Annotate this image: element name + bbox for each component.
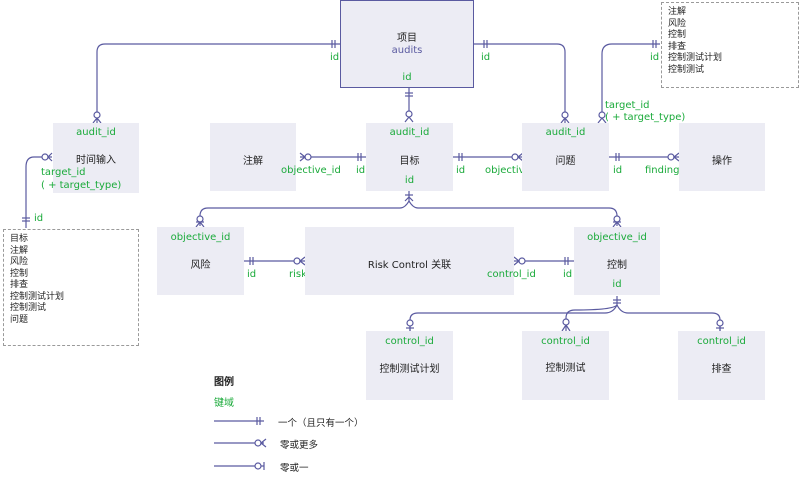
- note-item: 风险: [10, 257, 29, 267]
- key-field: audit_id: [389, 127, 430, 138]
- note-item: 控制: [668, 30, 687, 40]
- rel-label: finding_id: [645, 165, 694, 176]
- note-item: 问题: [10, 314, 29, 325]
- entity-name: 风险: [190, 260, 211, 271]
- entity-control-test[interactable]: control_id 控制测试: [522, 331, 609, 400]
- entity-name: 项目: [397, 33, 417, 44]
- rel-label: id: [34, 213, 44, 224]
- note-item: 风险: [668, 18, 687, 29]
- rel-label: objective_id: [281, 165, 341, 176]
- target-type-note-left: 目标 注解 风险 控制 排查 控制测试计划 控制测试 问题: [3, 229, 139, 346]
- note-item: 排查: [668, 41, 687, 52]
- entity-risk-control[interactable]: Risk Control 关联: [305, 227, 514, 295]
- rel-label: id: [613, 165, 623, 176]
- rel-label: control_id: [487, 269, 536, 280]
- key-field: control_id: [385, 336, 434, 347]
- legend-label-zero-one: 零或一: [280, 463, 309, 474]
- note-item: 控制测试: [668, 64, 705, 75]
- key-field: control_id: [697, 336, 746, 347]
- entity-audits[interactable]: 项目 audits id: [340, 0, 474, 88]
- note-item: 排查: [10, 280, 29, 290]
- entity-table-name: audits: [391, 45, 423, 56]
- entity-name: Risk Control 关联: [367, 260, 452, 271]
- entity-name: 时间输入: [76, 155, 116, 166]
- key-field: id: [612, 279, 622, 290]
- note-item: 控制: [10, 268, 29, 279]
- entity-finding[interactable]: audit_id 问题: [522, 123, 609, 191]
- key-field: id: [404, 175, 415, 186]
- entity-name: 目标: [399, 156, 420, 167]
- rel-label: id: [650, 52, 660, 63]
- entity-name: 控制: [607, 260, 627, 271]
- entity-name: 操作: [712, 156, 732, 167]
- rel-audits-time-entry: [96, 43, 340, 118]
- entity-name: 注解: [243, 156, 263, 167]
- note-item: 注解: [668, 7, 687, 17]
- rel-label: id: [456, 165, 466, 176]
- entity-name: 排查: [711, 364, 732, 375]
- key-field: objective_id: [170, 232, 231, 243]
- note-item: 控制测试计划: [10, 291, 65, 302]
- rel-label: target_id: [41, 167, 86, 178]
- key-field: audit_id: [76, 127, 116, 138]
- entity-walkthrough[interactable]: control_id 排查: [678, 331, 765, 400]
- entity-risk[interactable]: objective_id 风险: [157, 227, 244, 295]
- note-item: 注解: [10, 245, 29, 256]
- entity-objective[interactable]: audit_id 目标 id: [366, 123, 453, 191]
- key-field: id: [402, 72, 412, 83]
- note-item: 控制测试计划: [668, 53, 723, 63]
- note-item: 目标: [10, 234, 29, 244]
- entity-annotation[interactable]: 注解: [210, 123, 296, 191]
- rel-label: id: [563, 269, 573, 280]
- key-field: audit_id: [545, 127, 586, 138]
- key-field: control_id: [541, 336, 590, 347]
- rel-label: id: [356, 165, 366, 176]
- note-item: 控制测试: [10, 303, 47, 313]
- legend-title: 图例: [214, 377, 234, 388]
- entity-name: 问题: [555, 156, 576, 167]
- target-type-note: 注解 风险 控制 排查 控制测试计划 控制测试: [661, 2, 799, 88]
- rel-label: id: [481, 52, 491, 63]
- rel-label: ( + target_type): [605, 112, 686, 123]
- rel-label: id: [247, 269, 257, 280]
- rel-control-test-plan: [409, 296, 618, 332]
- rel-control-test: [565, 304, 618, 332]
- entity-name: 控制测试: [545, 363, 586, 374]
- entity-name: 控制测试计划: [379, 364, 440, 375]
- rel-objective-risk: [199, 191, 410, 226]
- rel-control-walkthrough: [616, 304, 721, 332]
- rel-label: id: [330, 52, 340, 63]
- legend-key-field: 键域: [214, 398, 234, 409]
- legend-label-one: 一个（且只有一个）: [278, 418, 364, 429]
- entity-control[interactable]: objective_id 控制 id: [574, 227, 660, 295]
- entity-action[interactable]: 操作: [679, 123, 765, 191]
- rel-label: ( + target_type): [41, 180, 122, 191]
- entity-time-entry[interactable]: audit_id 时间输入: [53, 123, 139, 193]
- rel-label: objective_id: [485, 165, 545, 176]
- legend-label-many: 零或更多: [280, 440, 319, 451]
- rel-label: target_id: [605, 100, 650, 111]
- entity-control-test-plan[interactable]: control_id 控制测试计划: [366, 331, 453, 400]
- key-field: objective_id: [587, 232, 647, 243]
- rel-objective-control: [408, 200, 618, 226]
